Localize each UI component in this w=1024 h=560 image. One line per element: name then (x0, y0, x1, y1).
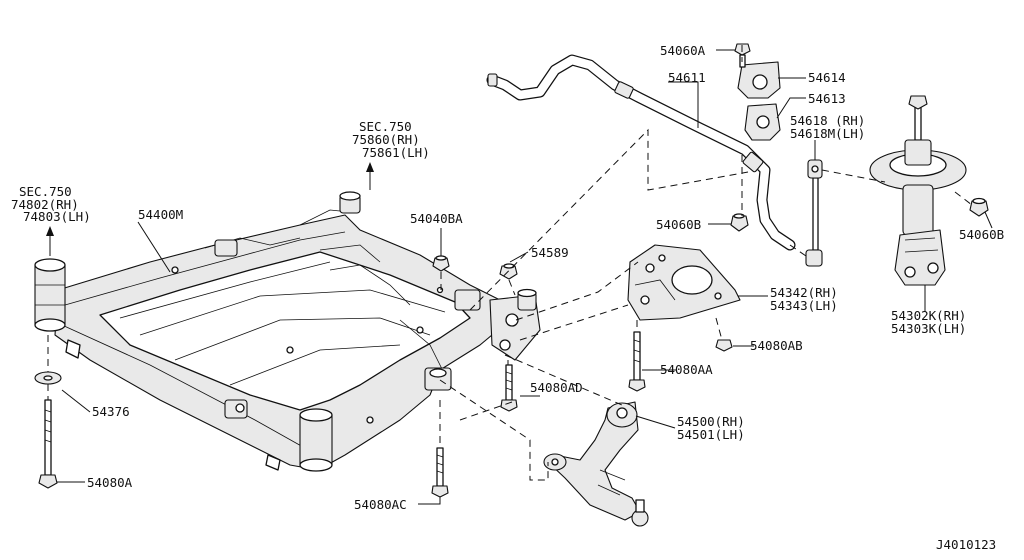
label-sec750-top: SEC.750 (359, 119, 412, 134)
label-54060b-mid: 54060B (656, 217, 701, 232)
bracket-54342-drawing (627, 244, 741, 321)
label-75861: 75861(LH) (362, 145, 430, 160)
label-54611: 54611 (668, 70, 706, 85)
label-54400m: 54400M (138, 207, 183, 222)
nut-54040ba (432, 255, 450, 272)
stabilizer-bar-drawing (486, 54, 796, 251)
bracket-54614 (737, 61, 781, 99)
label-54500: 54500(RH) (677, 414, 745, 429)
leader-lines (46, 49, 993, 505)
label-54343: 54343(LH) (770, 298, 838, 313)
label-54060a: 54060A (660, 43, 706, 58)
label-54080a: 54080A (87, 475, 133, 490)
diagram-id: J4010123 (936, 537, 996, 552)
label-54080ac: 54080AC (354, 497, 407, 512)
transverse-link-drawing (543, 401, 649, 527)
bolt-54080ad (500, 364, 518, 412)
label-54618m: 54618M(LH) (790, 126, 865, 141)
label-54376: 54376 (92, 404, 130, 419)
bolt-54080aa (628, 331, 646, 392)
strut-assembly-drawing (869, 95, 967, 286)
dashed-assembly-lines (47, 45, 973, 481)
label-54614: 54614 (808, 70, 846, 85)
label-54589: 54589 (531, 245, 569, 260)
label-74803: 74803(LH) (23, 209, 91, 224)
label-54080ab: 54080AB (750, 338, 803, 353)
label-74802: 74802(RH) (11, 197, 79, 212)
suspension-member-drawing (34, 191, 541, 472)
label-54080ad: 54080AD (530, 380, 583, 395)
label-54060b-right: 54060B (959, 227, 1004, 242)
nut-54060b-mid (730, 213, 749, 232)
stabilizer-link-54618 (805, 159, 823, 267)
nut-54080ab (715, 339, 733, 352)
bolt-54080a (38, 399, 58, 489)
label-54618: 54618 (RH) (790, 113, 865, 128)
label-54501: 54501(LH) (677, 427, 745, 442)
label-54040ba: 54040BA (410, 211, 463, 226)
part-labels: SEC.750 74802(RH) 74803(LH) SEC.750 7586… (11, 43, 1004, 552)
nut-54060b-right (969, 197, 989, 217)
label-54303k: 54303K(LH) (891, 321, 966, 336)
label-54302k: 54302K(RH) (891, 308, 966, 323)
bolt-54080ac (431, 447, 449, 498)
label-sec750-left: SEC.750 (19, 184, 72, 199)
label-75860: 75860(RH) (352, 132, 420, 147)
label-54342: 54342(RH) (770, 285, 838, 300)
bushing-54613 (744, 103, 781, 141)
label-54613: 54613 (808, 91, 846, 106)
label-54080aa: 54080AA (660, 362, 713, 377)
